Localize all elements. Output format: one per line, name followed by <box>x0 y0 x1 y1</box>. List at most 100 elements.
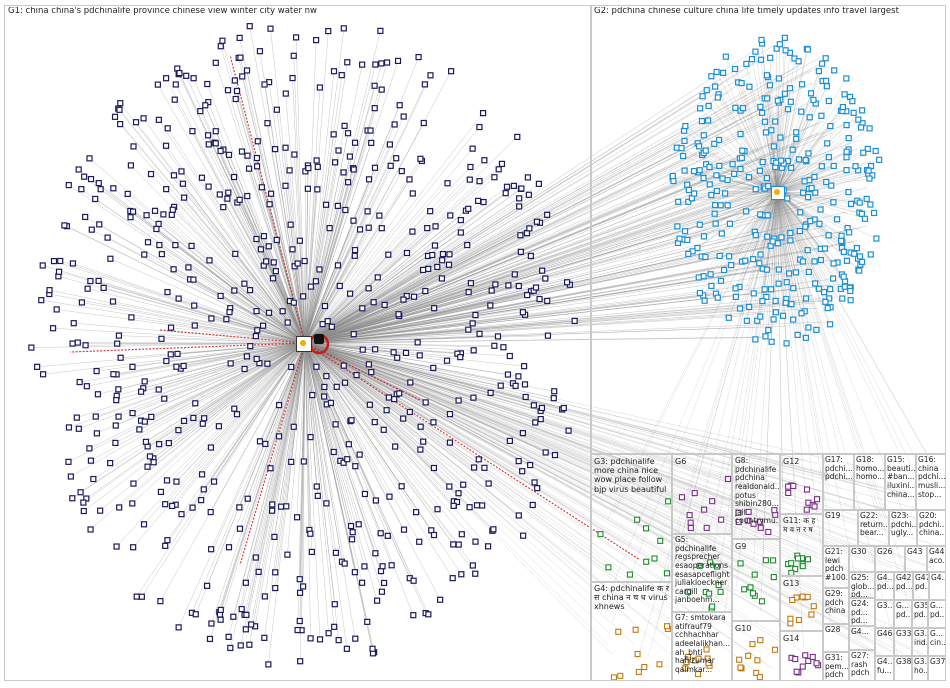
g1-node[interactable] <box>510 182 517 189</box>
g1-node[interactable] <box>156 441 163 448</box>
small-group-node[interactable] <box>610 674 617 681</box>
g1-node[interactable] <box>132 119 140 126</box>
g1-node[interactable] <box>465 326 472 333</box>
g1-node[interactable] <box>289 246 296 253</box>
g1-node[interactable] <box>231 77 238 84</box>
g1-node[interactable] <box>178 168 185 175</box>
small-group-node[interactable] <box>605 564 612 571</box>
g2-node[interactable] <box>675 198 682 205</box>
g2-node[interactable] <box>772 309 779 316</box>
g2-node[interactable] <box>823 178 830 186</box>
g2-node[interactable] <box>758 36 765 44</box>
small-group-node[interactable] <box>665 498 672 505</box>
g1-node[interactable] <box>171 96 178 103</box>
g1-node[interactable] <box>84 285 91 292</box>
g1-node[interactable] <box>208 620 215 627</box>
g2-node[interactable] <box>788 300 795 308</box>
g2-node[interactable] <box>830 199 837 206</box>
g1-node[interactable] <box>117 354 124 361</box>
g2-node[interactable] <box>775 266 782 273</box>
small-group-node[interactable] <box>802 652 809 659</box>
g2-node[interactable] <box>732 293 740 300</box>
g1-node[interactable] <box>321 302 329 310</box>
g1-node[interactable] <box>430 364 437 372</box>
g2-node[interactable] <box>757 313 764 320</box>
g2-node[interactable] <box>737 130 744 138</box>
g1-node[interactable] <box>296 237 303 244</box>
g1-node[interactable] <box>421 81 428 88</box>
g1-node[interactable] <box>151 207 159 214</box>
g1-node[interactable] <box>116 504 123 511</box>
g2-node[interactable] <box>805 268 812 276</box>
g1-node[interactable] <box>472 311 479 319</box>
g1-node[interactable] <box>255 568 262 575</box>
g1-node[interactable] <box>495 166 502 173</box>
small-group-node[interactable] <box>751 571 758 578</box>
g1-node[interactable] <box>372 497 380 504</box>
g1-node[interactable] <box>293 514 301 521</box>
g1-node[interactable] <box>319 320 326 328</box>
g2-node[interactable] <box>812 189 819 196</box>
g1-node[interactable] <box>153 225 160 233</box>
g1-node[interactable] <box>189 128 196 135</box>
g1-node[interactable] <box>157 598 164 605</box>
g1-node[interactable] <box>314 186 321 193</box>
g1-node[interactable] <box>276 401 283 409</box>
g2-node[interactable] <box>752 336 759 343</box>
g1-node[interactable] <box>313 157 320 164</box>
g1-node[interactable] <box>112 422 119 429</box>
small-group-node[interactable] <box>735 518 742 525</box>
g1-node[interactable] <box>359 305 366 312</box>
g1-node[interactable] <box>417 155 424 162</box>
g1-node[interactable] <box>34 363 41 370</box>
g1-node[interactable] <box>113 397 120 404</box>
g1-node[interactable] <box>264 120 271 127</box>
g2-node[interactable] <box>743 317 750 324</box>
g1-node[interactable] <box>287 221 294 228</box>
g2-node[interactable] <box>743 60 750 68</box>
g1-node[interactable] <box>231 287 238 294</box>
g2-node[interactable] <box>763 174 771 182</box>
g1-node[interactable] <box>282 182 289 189</box>
g2-node[interactable] <box>825 97 832 105</box>
g2-node[interactable] <box>696 167 703 174</box>
g2-node[interactable] <box>742 208 750 215</box>
g1-node[interactable] <box>205 183 212 190</box>
g1-node[interactable] <box>415 53 422 61</box>
g1-node[interactable] <box>300 458 307 465</box>
g1-node[interactable] <box>127 162 134 169</box>
g1-node[interactable] <box>400 296 407 303</box>
g1-node[interactable] <box>326 225 333 232</box>
g1-node[interactable] <box>316 266 323 273</box>
g1-node[interactable] <box>544 211 551 218</box>
g1-node[interactable] <box>227 360 234 367</box>
g1-node[interactable] <box>236 525 244 532</box>
g1-node[interactable] <box>422 399 429 406</box>
g1-node[interactable] <box>420 438 427 445</box>
g2-node[interactable] <box>772 118 779 125</box>
g1-node[interactable] <box>515 373 522 380</box>
g1-node[interactable] <box>471 464 478 471</box>
g2-node[interactable] <box>669 172 676 180</box>
g2-node[interactable] <box>790 316 797 323</box>
g2-node[interactable] <box>711 210 718 217</box>
g2-node[interactable] <box>750 290 757 297</box>
g1-node[interactable] <box>128 314 135 321</box>
g2-node[interactable] <box>773 45 780 52</box>
g2-node[interactable] <box>798 108 805 115</box>
g1-node[interactable] <box>396 102 403 109</box>
g1-node[interactable] <box>292 34 300 41</box>
g1-node[interactable] <box>212 128 219 135</box>
small-group-node[interactable] <box>678 494 686 501</box>
g1-node[interactable] <box>403 292 410 300</box>
small-group-node[interactable] <box>741 586 748 593</box>
g1-node[interactable] <box>434 263 441 271</box>
g1-node[interactable] <box>246 641 253 648</box>
g1-node[interactable] <box>92 195 99 203</box>
g2-node[interactable] <box>728 261 735 269</box>
g1-node[interactable] <box>273 236 280 244</box>
g1-node[interactable] <box>286 167 293 174</box>
g1-node[interactable] <box>367 127 374 134</box>
g1-node[interactable] <box>87 457 95 464</box>
g1-node[interactable] <box>261 634 268 641</box>
